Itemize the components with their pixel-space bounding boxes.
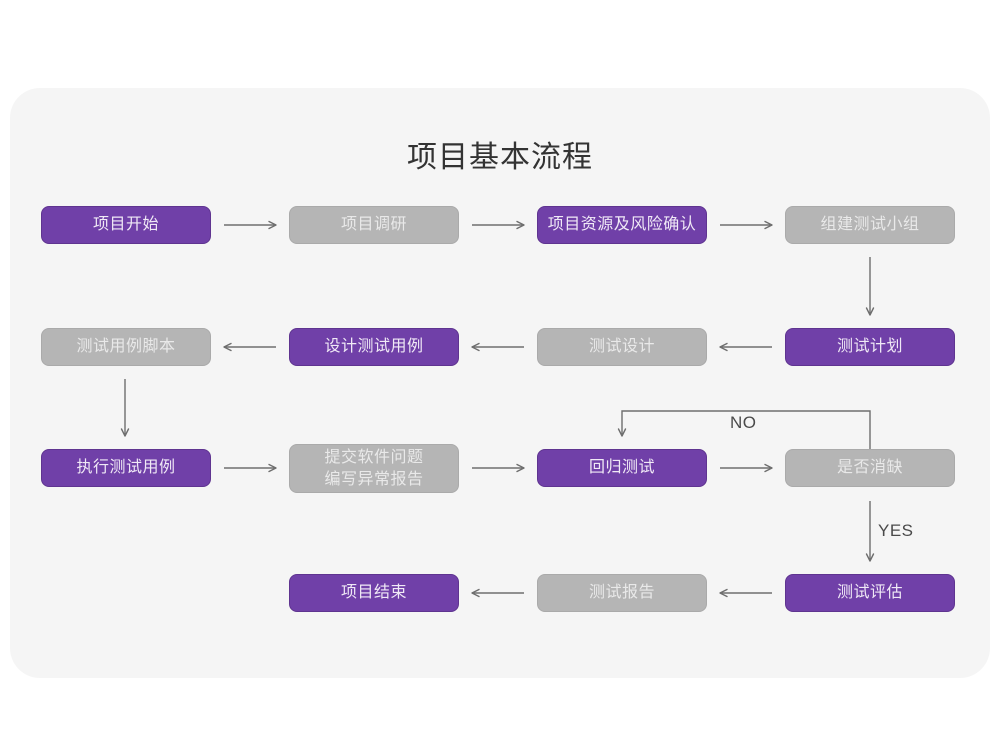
node-build-test-team[interactable]: 组建测试小组 [785,206,955,244]
node-test-design[interactable]: 测试设计 [537,328,707,366]
node-test-plan[interactable]: 测试计划 [785,328,955,366]
node-resource-risk-confirm[interactable]: 项目资源及风险确认 [537,206,707,244]
node-project-start[interactable]: 项目开始 [41,206,211,244]
node-project-end[interactable]: 项目结束 [289,574,459,612]
node-execute-test-case[interactable]: 执行测试用例 [41,449,211,487]
node-regression-test[interactable]: 回归测试 [537,449,707,487]
node-test-case-script[interactable]: 测试用例脚本 [41,328,211,366]
node-design-test-case[interactable]: 设计测试用例 [289,328,459,366]
node-test-report[interactable]: 测试报告 [537,574,707,612]
page-title: 项目基本流程 [407,141,593,174]
node-submit-issue-report[interactable]: 提交软件问题 编写异常报告 [289,444,459,493]
node-test-evaluation[interactable]: 测试评估 [785,574,955,612]
edge-label-no: NO [730,413,757,432]
node-project-research[interactable]: 项目调研 [289,206,459,244]
node-defect-cleared[interactable]: 是否消缺 [785,449,955,487]
edge-label-yes: YES [878,521,914,540]
